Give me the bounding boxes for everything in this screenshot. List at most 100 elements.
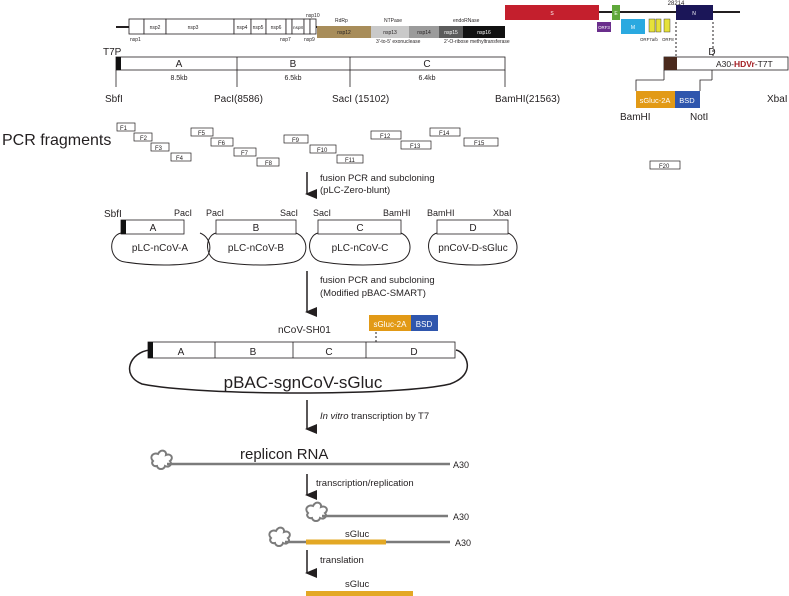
orf3-box: [597, 22, 611, 32]
sgluc-protein: sGluc: [306, 579, 413, 596]
nsp4-label: nsp4: [237, 25, 248, 31]
nsp12-box: [317, 26, 371, 38]
step5: translation: [305, 550, 364, 578]
pcr-box-f8: F8: [256, 157, 280, 167]
pcr-box-f5: F5: [190, 127, 214, 137]
nsp1-label: nsp1: [130, 37, 141, 43]
step3: In vitro transcription by T7: [305, 400, 429, 434]
svg-text:F5: F5: [198, 131, 206, 137]
reporter-connector-left: [635, 79, 664, 91]
step1-line2: (pLC-Zero-blunt): [320, 185, 390, 196]
nsp15-box: [439, 26, 463, 38]
bac-bsd-label: BSD: [416, 320, 433, 329]
orf7a-box: [648, 18, 656, 33]
segment-c-label: C: [423, 59, 430, 70]
pcr-box-f3: F3: [150, 142, 170, 152]
orf7b-box: [655, 18, 662, 33]
step4: transcription/replication: [305, 474, 414, 500]
nsp16-label: nsp16: [477, 30, 491, 36]
bac-header: nCoV-SH01: [278, 325, 331, 336]
subclone-d-plasmid: [428, 232, 518, 266]
subclone-c-left-site: SacI: [313, 208, 331, 218]
subclone-d-name: pnCoV-D-sGluc: [438, 243, 507, 254]
pcr-box-f15: F15: [463, 137, 499, 147]
bac-t7p: [148, 342, 153, 358]
pcr-box-f1: F1: [116, 122, 136, 132]
pcr-box-f9: F9: [283, 134, 309, 144]
nsp10-label: nsp10: [306, 13, 320, 19]
nsp14-label: nsp14: [417, 30, 431, 36]
pcr-box-f7: F7: [233, 147, 257, 157]
subclone-d: BamHI XbaI D pnCoV-D-sGluc: [427, 208, 518, 266]
rdrp-label: RdRp: [335, 18, 348, 24]
site-xbai: XbaI: [767, 94, 788, 105]
nsp9-box: [303, 18, 311, 35]
nsp12-label: nsp12: [337, 30, 351, 36]
nsp1-box: [128, 18, 145, 35]
bac-bar: [147, 341, 456, 359]
site-noti: NotI: [690, 112, 708, 123]
segment-b-size: 6.5kb: [284, 75, 301, 82]
nsp8-label: nsp8: [293, 25, 303, 30]
pcr-box-f10: F10: [309, 144, 337, 154]
subclone-b-plasmid: [207, 232, 307, 266]
rna-cap-1: [150, 449, 173, 470]
pcr-box-f11: F11: [336, 154, 364, 164]
endornase-label: endoRNase: [453, 18, 480, 24]
svg-text:F2: F2: [140, 136, 148, 142]
svg-text:F7: F7: [241, 151, 249, 157]
fragment-map: T7P A B C 8.5kb 6.5kb 6.4kb SbfI PacI(85…: [103, 47, 789, 123]
orf-s-label: S: [550, 11, 554, 17]
nsp16-box: [463, 26, 505, 38]
site-bamhi-d: BamHI: [620, 112, 651, 123]
orf-e-box: [612, 5, 620, 20]
subclone-a-name: pLC-nCoV-A: [132, 243, 188, 254]
orf8-label: ORF8: [662, 37, 674, 42]
pcr-box-f20: F20: [649, 160, 681, 170]
coordinate-28214: 28214: [668, 1, 685, 7]
segment-d-insert: [664, 57, 677, 70]
bac-segment-a: A: [178, 347, 185, 358]
step5-text: translation: [320, 555, 364, 566]
segment-d-tail: A30-HDVr-T7T: [716, 59, 773, 69]
subclone-d-box: [436, 219, 509, 235]
nsp3-box: [165, 18, 235, 35]
bac-sgluc2a-label: sGluc-2A: [374, 320, 408, 329]
nsp10-box: [309, 18, 317, 35]
subclone-c: SacI BamHI C pLC-nCoV-C: [309, 208, 411, 266]
orf7ab-label: ORF7a/b: [640, 37, 658, 42]
bac-construct: nCoV-SH01 sGluc-2A BSD A B C D pBAC-sgnC…: [128, 315, 469, 394]
nsp14-box: [409, 26, 439, 38]
orf3-label: ORF3: [598, 25, 610, 30]
subclone-d-left-site: BamHI: [427, 208, 455, 218]
subclone-c-id: C: [356, 223, 363, 234]
svg-text:F11: F11: [345, 158, 356, 164]
orf-m-label: M: [631, 25, 635, 31]
rna-cap-3: [268, 526, 291, 547]
svg-text:F1: F1: [120, 126, 128, 132]
subclone-a-t7p: [121, 220, 126, 234]
svg-text:F13: F13: [410, 144, 421, 150]
bac-bsd-box: [411, 315, 438, 331]
rna-polya-2: A30: [453, 512, 469, 522]
sgluc-label-1: sGluc: [345, 529, 370, 540]
step2-line2: (Modified pBAC-SMART): [320, 288, 426, 299]
svg-text:F14: F14: [439, 131, 450, 137]
step2-line1: fusion PCR and subcloning: [320, 275, 435, 286]
reporter-connector-right: [699, 79, 712, 91]
pcr-box-f14: F14: [429, 127, 461, 137]
nsp13-box: [371, 26, 409, 38]
svg-text:F3: F3: [155, 146, 163, 152]
orf-n-label: N: [692, 11, 696, 17]
nsp3-label: nsp3: [188, 25, 199, 31]
subclone-b-name: pLC-nCoV-B: [228, 243, 284, 254]
ntpase-label: NTPase: [384, 18, 402, 24]
pcr-box-f13: F13: [400, 140, 432, 150]
subclone-a-plasmid: [111, 232, 211, 266]
orf-m-box: [621, 19, 645, 34]
segment-d-label: D: [708, 47, 715, 58]
nsp13-label: nsp13: [383, 30, 397, 36]
subclone-c-box: [317, 219, 402, 235]
